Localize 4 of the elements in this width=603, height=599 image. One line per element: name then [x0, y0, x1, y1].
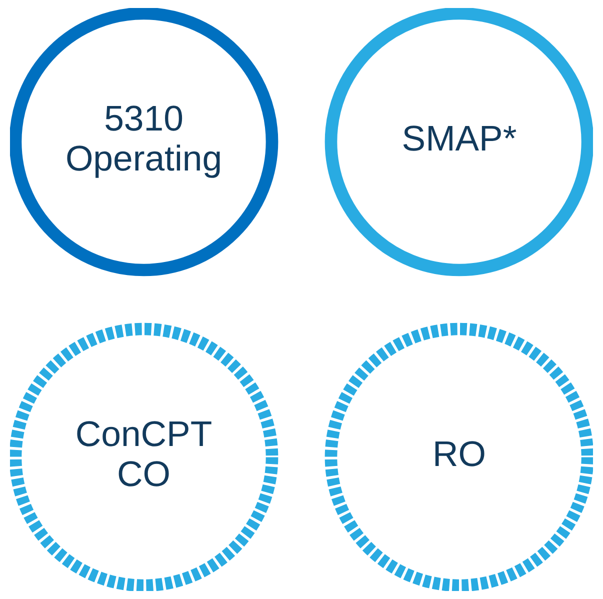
node-circle: RO — [324, 322, 593, 591]
node-circle: 5310 Operating — [10, 8, 278, 276]
node-circle: ConCPT CO — [10, 322, 278, 591]
node-circle: SMAP* — [324, 8, 593, 276]
